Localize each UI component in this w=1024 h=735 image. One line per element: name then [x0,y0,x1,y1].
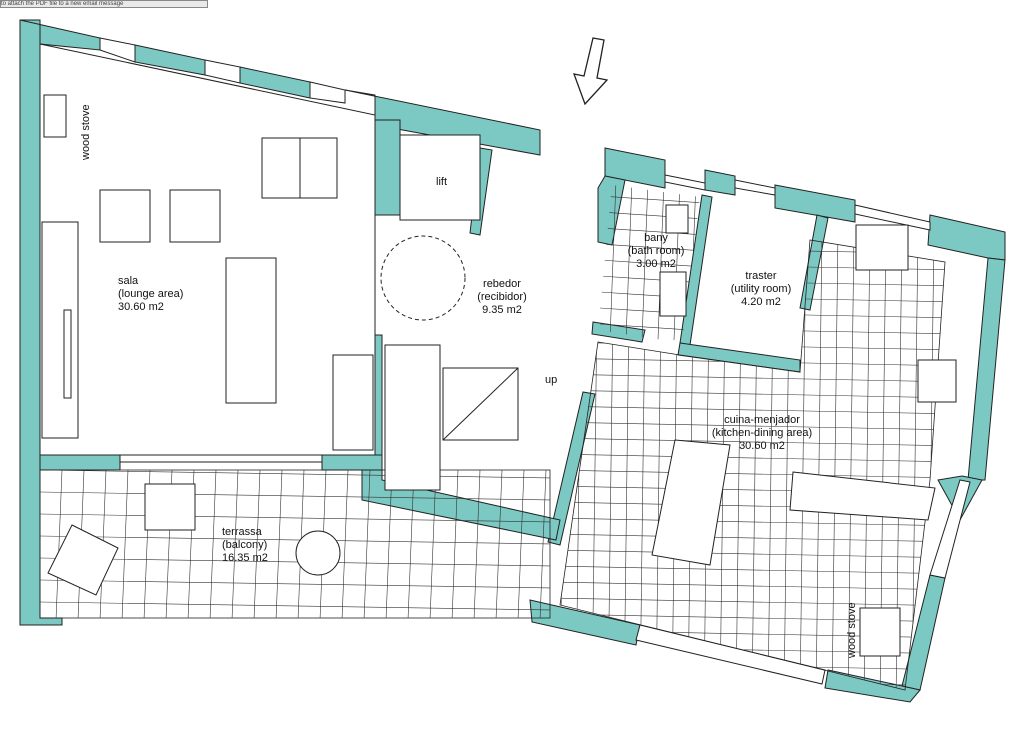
entry-arrow-icon [572,37,609,106]
stair-up-label: up [545,374,558,386]
wood-stove-label-lounge: wood stove [80,104,92,160]
room-label-terrassa: terrassa (balcony) 16.35 m2 [222,526,268,564]
furniture [41,94,957,657]
terrace-tile-grid [40,470,550,618]
kitchen-tiles [559,239,946,691]
room-label-sala: sala (lounge area) 30.60 m2 [118,275,184,313]
tooltip-fragment: to attach the PDF file to a new email me… [0,0,208,8]
exterior-walls [19,19,1006,703]
lift-label: lift [436,176,447,188]
room-label-rebedor: rebedor (recibidor) 9.35 m2 [477,278,527,316]
lounge-outline [39,43,376,456]
room-label-cuina: cuina-menjador (kitchen-dining area) 30.… [711,414,813,452]
room-label-traster: traster (utility room) 4.20 m2 [730,270,792,308]
wood-stove-label-kitchen: wood stove [846,602,858,658]
windows [99,37,971,685]
room-label-bany: bany (bath room) 3.00 m2 [627,232,685,270]
